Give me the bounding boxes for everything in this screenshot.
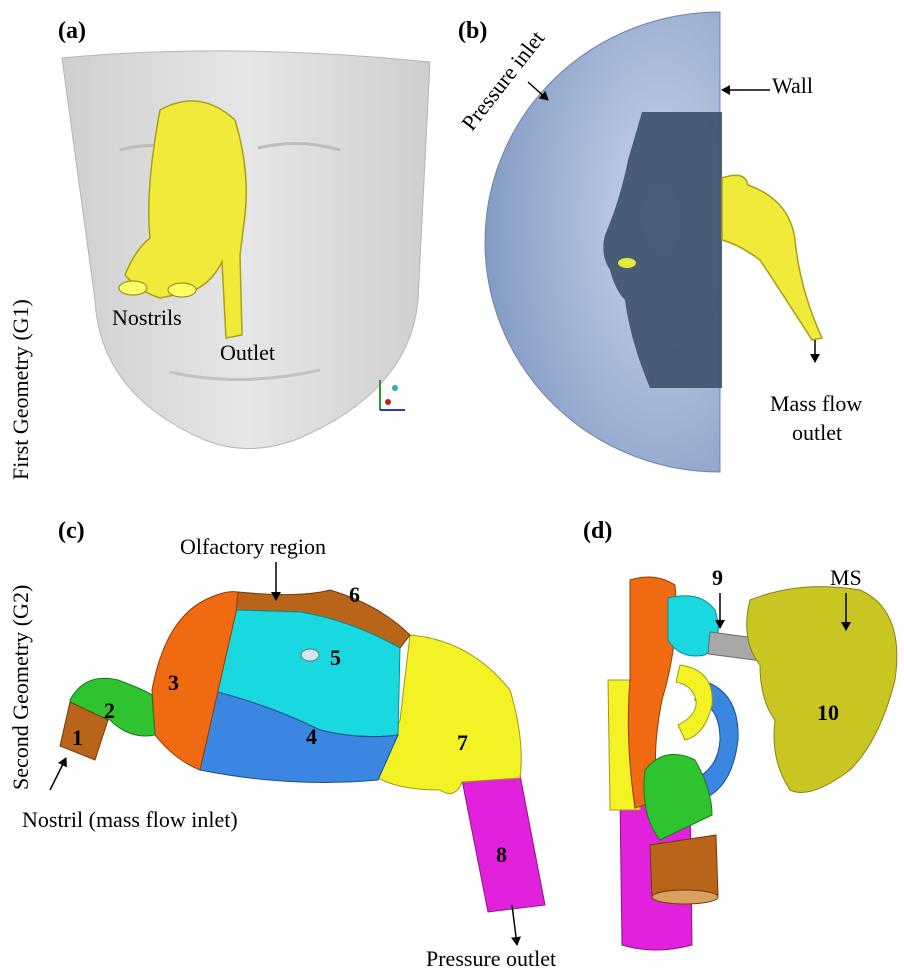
- panel-c-label: (c): [58, 518, 85, 544]
- mass-flow-label-2: outlet: [792, 420, 842, 445]
- region-5-number: 5: [330, 645, 341, 670]
- region-10-number: 10: [817, 700, 839, 725]
- panel-b-label: (b): [458, 18, 487, 44]
- nostrils-label: Nostrils: [112, 305, 182, 330]
- axis-triad-icon: [380, 380, 405, 410]
- region-5-hole: [301, 649, 319, 661]
- pressure-outlet-label: Pressure outlet: [426, 946, 556, 971]
- panel-a-label: (a): [58, 18, 86, 44]
- region-7-spiral: [676, 665, 712, 740]
- first-geometry-label: First Geometry (G1): [8, 299, 33, 480]
- region-4-number: 4: [306, 724, 317, 749]
- panel-b: (b) Pressure inlet Wall Mass flow outlet: [456, 12, 862, 472]
- second-geometry-label: Second Geometry (G2): [8, 585, 33, 790]
- region-6-number: 6: [349, 582, 360, 607]
- panel-c: (c) 1 2 3 4 5 6 7 8 Olfactory region Nos…: [22, 518, 556, 971]
- region-1-number: 1: [72, 725, 83, 750]
- ms-label: MS: [830, 565, 862, 590]
- nostril-inlet-arrow: [50, 758, 66, 790]
- region-3-number: 3: [168, 670, 179, 695]
- olfactory-region-label: Olfactory region: [180, 534, 326, 559]
- region-2-number: 2: [104, 698, 115, 723]
- nostril-b: [618, 258, 636, 268]
- wall-label: Wall: [772, 73, 813, 98]
- nostril-left: [119, 281, 147, 295]
- region-2-side: [644, 754, 712, 840]
- panel-a: (a) Nostrils Outlet: [58, 18, 430, 449]
- airway-b: [722, 175, 822, 340]
- pressure-outlet-arrow: [512, 905, 517, 945]
- region-8-number: 8: [496, 842, 507, 867]
- face-mask: [62, 51, 430, 449]
- panel-d: (d) 9 MS 10: [583, 518, 897, 950]
- maxillary-sinus-region-10: [747, 587, 897, 793]
- panel-d-label: (d): [583, 518, 612, 544]
- region-7-number: 7: [457, 730, 468, 755]
- region-9-number: 9: [712, 565, 723, 590]
- nostril-right: [168, 283, 196, 297]
- nostril-inlet-label: Nostril (mass flow inlet): [22, 807, 238, 832]
- nostril-opening-d: [652, 890, 718, 904]
- outlet-label: Outlet: [220, 340, 275, 365]
- mass-flow-label-1: Mass flow: [770, 391, 862, 416]
